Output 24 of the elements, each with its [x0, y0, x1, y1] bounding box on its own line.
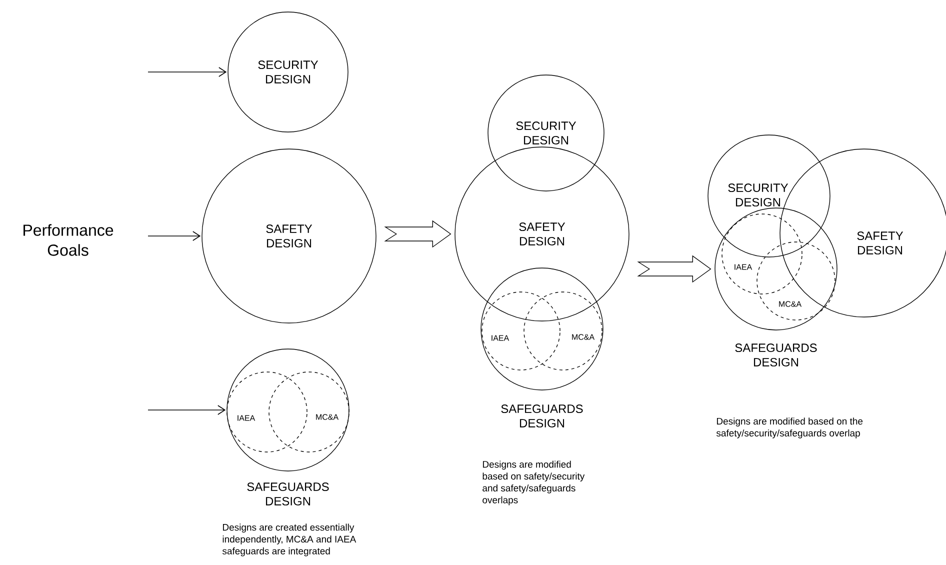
- circle-label: SAFETY DESIGN: [519, 222, 566, 246]
- circle-label: SAFETY DESIGN: [266, 224, 312, 248]
- circle-label: MC&A: [572, 334, 595, 340]
- circle-label: MC&A: [779, 301, 802, 307]
- note-text: Designs are created essentially independently, MC&A and IAEA safeguards are integrated: [222, 524, 356, 556]
- arrow: [148, 67, 227, 77]
- arrow: [148, 231, 201, 241]
- circle-label: MC&A: [316, 414, 339, 420]
- arrow: [148, 405, 226, 415]
- circle-label: SECURITY DESIGN: [258, 60, 318, 84]
- circle-label: SAFEGUARDS DESIGN: [501, 404, 583, 428]
- circle-label: SAFEGUARDS DESIGN: [735, 344, 817, 366]
- block-arrow: [384, 220, 452, 248]
- circle-label: SECURITY DESIGN: [728, 184, 788, 206]
- note-text: Designs are modified based on the safety/security/safeguards overlap: [716, 418, 863, 438]
- circle-label: IAEA: [238, 415, 256, 421]
- circle-label: SAFEGUARDS DESIGN: [247, 482, 329, 506]
- circle-label: IAEA: [734, 264, 752, 270]
- block-arrow: [637, 255, 712, 283]
- circle-label: IAEA: [492, 335, 510, 341]
- side-label: Performance Goals: [24, 224, 114, 256]
- circle-label: SECURITY DESIGN: [516, 122, 576, 144]
- circle-label: SAFETY DESIGN: [857, 232, 904, 254]
- note-text: Designs are modified based on safety/security and safety/safeguards overlaps: [482, 460, 585, 506]
